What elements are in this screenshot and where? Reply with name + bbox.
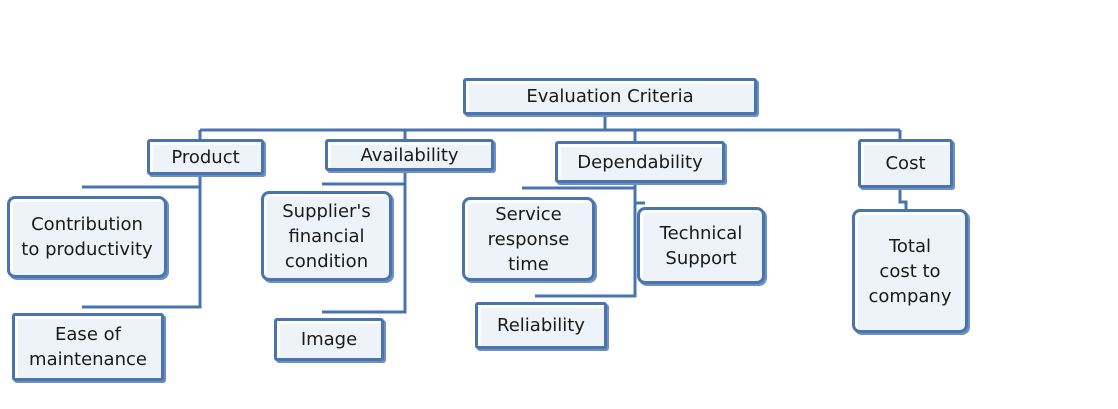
- dependability-item-1-label: Service response time: [487, 203, 570, 275]
- connector-group: [82, 115, 908, 314]
- criterion-dependability: Dependability: [555, 141, 725, 183]
- connector-product-trunk: [82, 173, 202, 309]
- dependability-item-1: Service response time: [462, 197, 595, 281]
- dependability-item-3-label: Reliability: [497, 315, 585, 336]
- cost-item-1: Total cost to company: [852, 209, 968, 333]
- product-item-1-label: Contribution to productivity: [21, 214, 153, 260]
- connector-availability-trunk: [322, 169, 407, 314]
- connector-cost-item1: [898, 187, 908, 210]
- dependability-item-2: Technical Support: [637, 207, 765, 284]
- availability-item-2: Image: [274, 318, 384, 361]
- criterion-cost-label: Cost: [885, 153, 926, 174]
- cost-item-1-label: Total cost to company: [868, 235, 952, 307]
- criterion-cost: Cost: [858, 139, 953, 188]
- availability-item-2-label: Image: [300, 329, 358, 350]
- product-item-2-label: Ease of maintenance: [29, 324, 147, 370]
- criterion-availability-label: Availability: [360, 144, 459, 166]
- product-item-2: Ease of maintenance: [12, 313, 164, 381]
- root-label: Evaluation Criteria: [526, 86, 694, 107]
- availability-item-1-label: Supplier's financial condition: [282, 200, 371, 272]
- availability-item-1: Supplier's financial condition: [261, 191, 392, 281]
- dependability-item-2-label: Technical Support: [659, 222, 743, 269]
- connector-dependability-trunk: [535, 180, 637, 298]
- product-item-1: Contribution to productivity: [7, 196, 167, 278]
- dependability-item-3: Reliability: [475, 302, 607, 349]
- criterion-product-label: Product: [171, 146, 240, 168]
- criterion-product: Product: [147, 139, 264, 175]
- criterion-availability: Availability: [325, 139, 494, 171]
- criterion-dependability-label: Dependability: [577, 151, 703, 173]
- root-node: Evaluation Criteria: [463, 78, 757, 115]
